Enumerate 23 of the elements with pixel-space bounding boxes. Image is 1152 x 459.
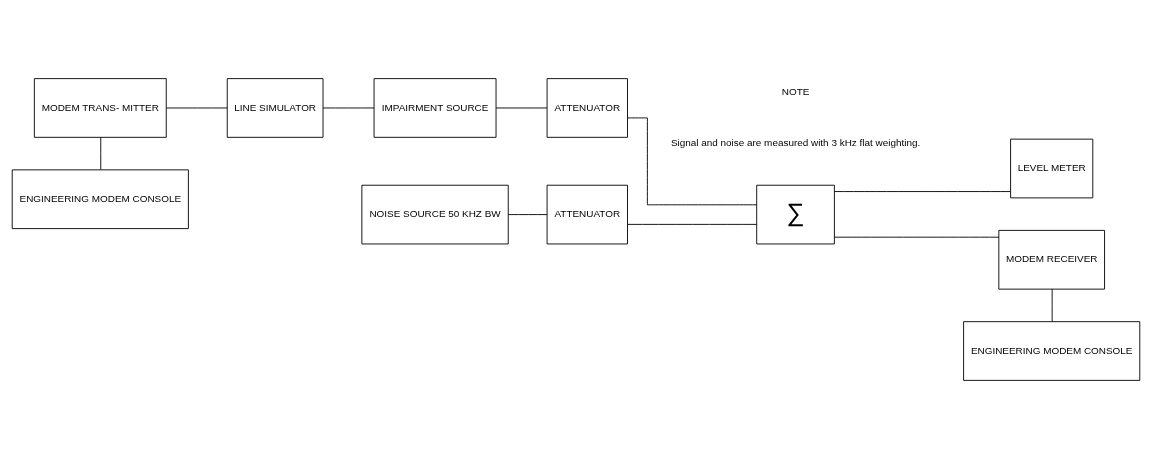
node-box: MODEM TRANS- MITTER [33, 78, 167, 138]
node-box: IMPAIRMENT SOURCE [373, 78, 497, 138]
node-box: MODEM RECEIVER [998, 229, 1105, 290]
node-box: LEVEL METER [1010, 138, 1094, 199]
connector [1051, 288, 1053, 322]
connector [322, 107, 375, 109]
label: Signal and noise are measured with 3 kHz flat weighting. [670, 136, 921, 148]
connector [495, 107, 548, 109]
connector [834, 236, 1000, 238]
node-box: ENGINEERING MODEM CONSOLE [963, 321, 1141, 381]
label: NOTE [781, 86, 810, 98]
connector [627, 117, 758, 206]
connector [834, 191, 1011, 192]
connector [100, 136, 102, 171]
connector [627, 223, 758, 225]
node-box: NOISE SOURCE 50 KHZ BW [361, 184, 509, 245]
connector [165, 107, 228, 109]
node-box: ENGINEERING MODEM CONSOLE [11, 169, 189, 230]
node-box: LINE SIMULATOR [226, 78, 324, 138]
node-box: ∑ [756, 184, 835, 245]
node-box: ATTENUATOR [546, 184, 628, 245]
connector [508, 214, 548, 216]
node-box: ATTENUATOR [546, 78, 628, 138]
